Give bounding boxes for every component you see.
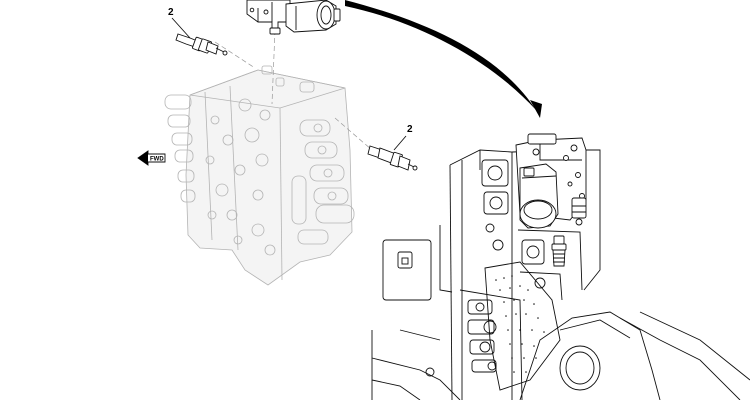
solenoid-valve-installed bbox=[515, 133, 587, 229]
fwd-direction-marker: FWD bbox=[137, 150, 166, 166]
fwd-label: FWD bbox=[150, 157, 164, 163]
control-valve-block bbox=[164, 65, 355, 286]
callout-2-upper: 2 bbox=[168, 7, 191, 39]
cartridge-valve-upper bbox=[175, 33, 228, 56]
callout-2-middle: 2 bbox=[393, 124, 413, 151]
callout-label: 2 bbox=[407, 124, 413, 135]
callout-label: 2 bbox=[168, 7, 174, 18]
detail-leader-arrow bbox=[345, 0, 542, 118]
cartridge-valve-middle bbox=[367, 145, 418, 171]
installation-lines bbox=[214, 29, 373, 151]
solenoid-valve-top bbox=[246, 0, 341, 35]
installed-valve-assembly bbox=[371, 149, 750, 400]
